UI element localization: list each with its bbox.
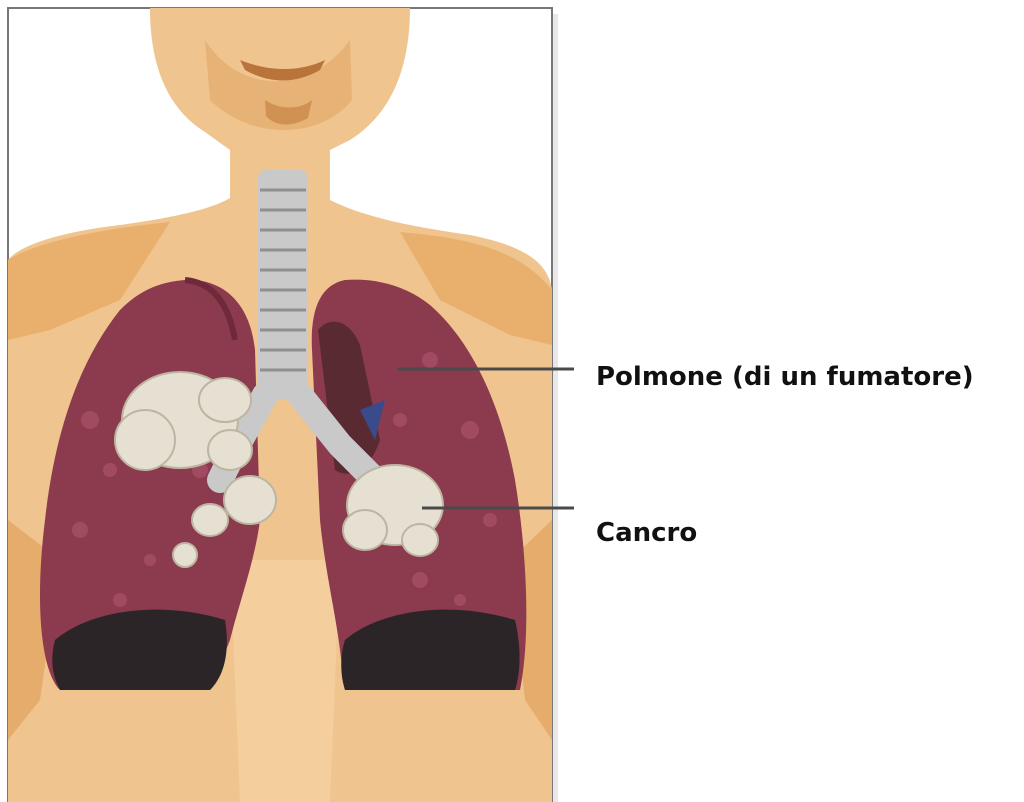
label-smoker-lung: Polmone (di un fumatore) <box>596 362 974 392</box>
label-cancer: Cancro <box>596 518 697 548</box>
trachea <box>258 170 308 400</box>
sternum-highlight <box>230 560 340 802</box>
